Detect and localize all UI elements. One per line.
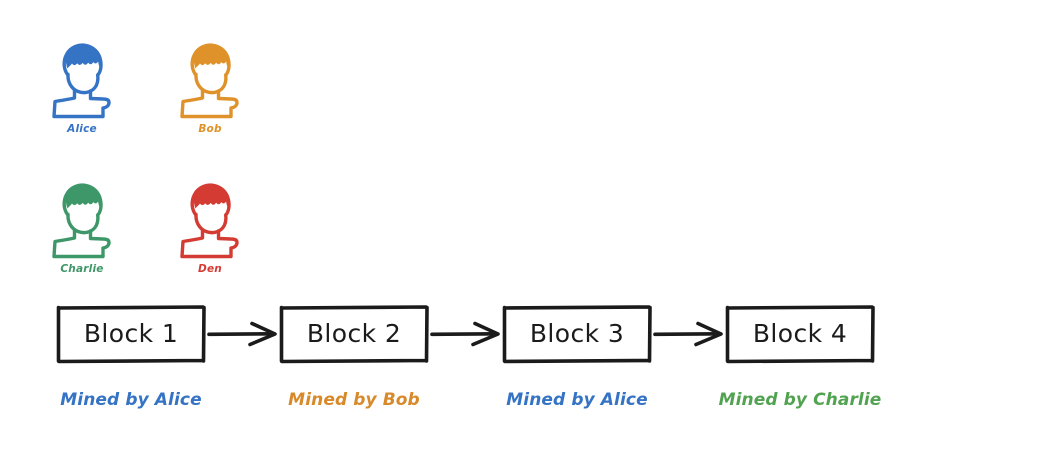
participant-label: Alice (67, 123, 97, 135)
block-box-outline (56, 305, 206, 364)
block-label: Block 1 (83, 318, 179, 348)
participant-label: Den (198, 263, 222, 275)
person-avatar-icon (180, 43, 239, 119)
block-node-3[interactable]: Block 3 Mined by Alice (501, 304, 653, 410)
participant-den[interactable]: Den (164, 176, 256, 275)
arrow-right-icon (430, 321, 500, 347)
block-miner-caption: Mined by Bob (288, 390, 420, 410)
participant-label: Bob (198, 123, 222, 135)
person-avatar-icon (180, 183, 239, 259)
block-box-outline (725, 305, 875, 364)
block-node-2[interactable]: Block 2 Mined by Bob (278, 304, 430, 410)
participant-label: Charlie (60, 263, 104, 275)
block-box-outline (279, 305, 429, 364)
block-label: Block 2 (306, 318, 402, 348)
person-avatar-icon (52, 183, 111, 259)
block-label: Block 4 (752, 318, 848, 348)
participant-alice[interactable]: Alice (36, 36, 128, 135)
block-miner-caption: Mined by Alice (60, 390, 202, 410)
arrow-right-icon (207, 321, 277, 347)
block-node-1[interactable]: Block 1 Mined by Alice (55, 304, 207, 410)
person-avatar-icon (52, 43, 111, 119)
arrow-right-icon (653, 321, 723, 347)
participant-bob[interactable]: Bob (164, 36, 256, 135)
participant-charlie[interactable]: Charlie (36, 176, 128, 275)
block-label: Block 3 (529, 318, 625, 348)
block-node-4[interactable]: Block 4 Mined by Charlie (719, 304, 881, 410)
block-miner-caption: Mined by Alice (506, 390, 648, 410)
block-miner-caption: Mined by Charlie (718, 390, 882, 410)
block-box-outline (502, 305, 652, 364)
